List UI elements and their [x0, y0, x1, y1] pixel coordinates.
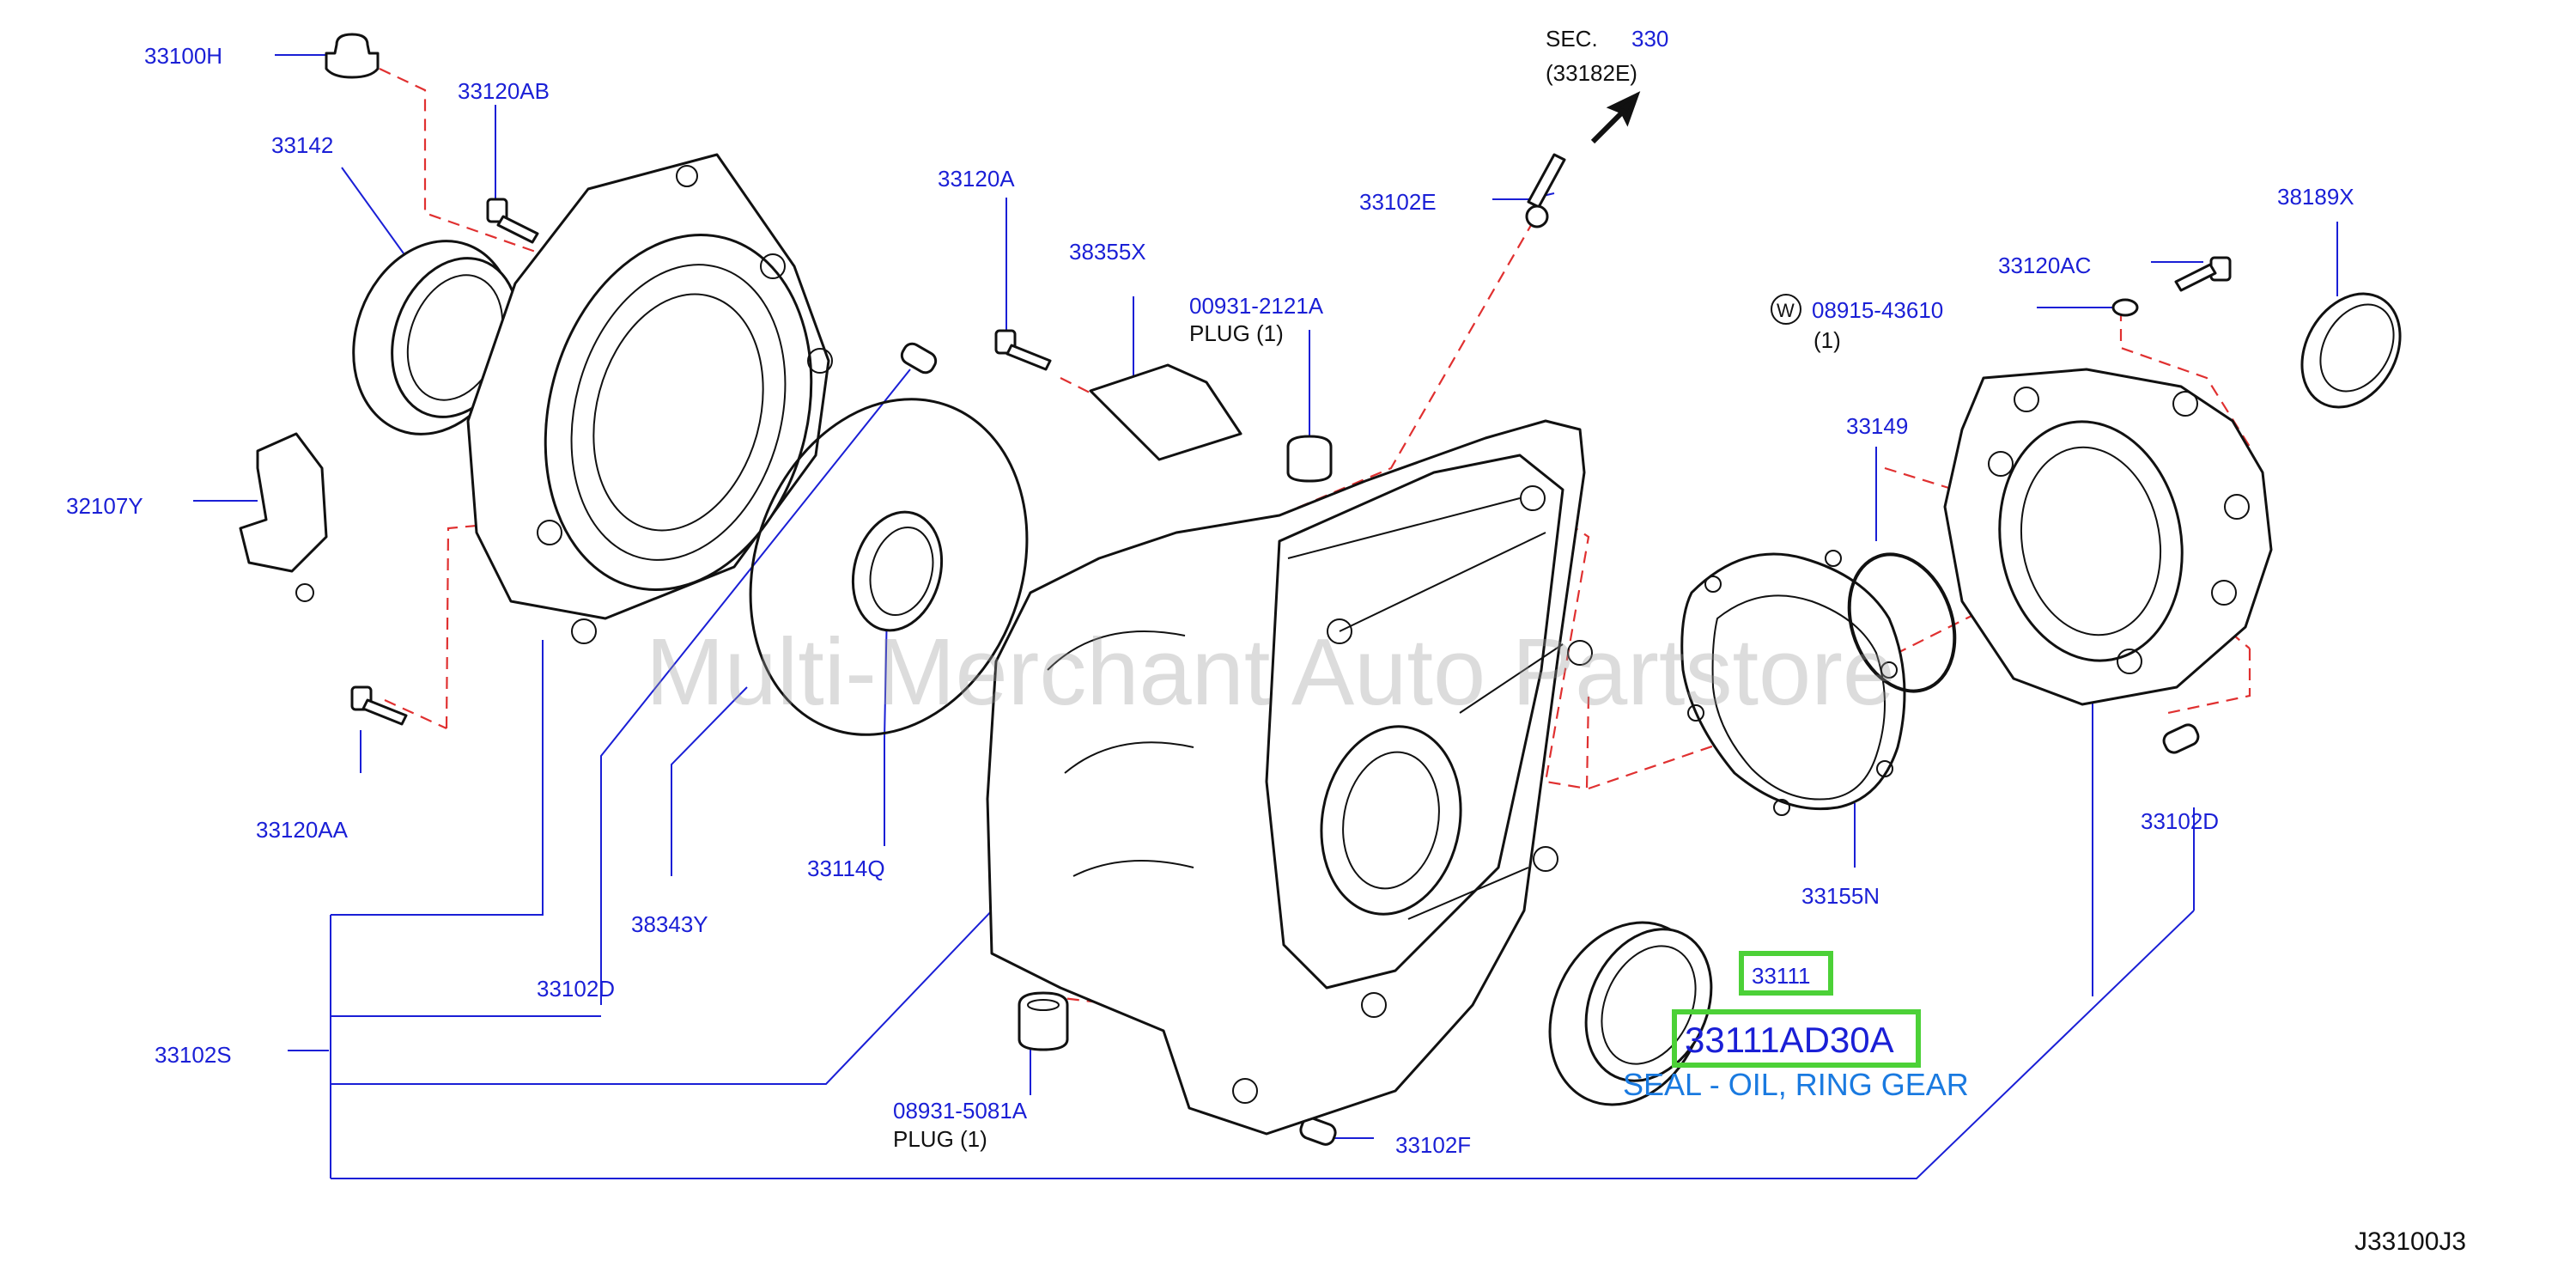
label-33155N[interactable]: 33155N — [1801, 883, 1880, 909]
label-08931-plug: PLUG (1) — [893, 1126, 987, 1152]
section-number-link[interactable]: 330 — [1631, 26, 1668, 52]
seal-38189X-part — [2300, 292, 2402, 409]
washer-part — [2111, 298, 2139, 317]
label-33120AC[interactable]: 33120AC — [1998, 253, 2091, 278]
o-ring-33149-part — [1847, 552, 1957, 693]
w-symbol: W — [1771, 294, 1801, 325]
watermark-text: Multi-Merchant Auto Partstore — [646, 619, 1895, 725]
plug-08931-part — [1018, 991, 1069, 1051]
dowel-pin-part — [1299, 1117, 1337, 1146]
breather-33102E-part — [1525, 153, 1566, 228]
label-33120A[interactable]: 33120A — [938, 166, 1015, 192]
label-08931-5081A[interactable]: 08931-5081A — [893, 1098, 1028, 1124]
label-33149[interactable]: 33149 — [1846, 413, 1908, 439]
section-prefix: SEC. — [1546, 26, 1598, 52]
label-33102D-right[interactable]: 33102D — [2141, 808, 2219, 834]
label-38189X[interactable]: 38189X — [2277, 184, 2354, 210]
transfer-case-part — [986, 419, 1593, 1136]
label-33111[interactable]: 33111 — [1752, 963, 1810, 989]
bolt-part — [2174, 256, 2232, 292]
gasket-38343Y-part — [749, 398, 1029, 736]
seal-33114Q-part — [851, 510, 944, 632]
bolt-part — [486, 198, 539, 244]
oil-seal-33111-part — [1548, 921, 1713, 1106]
label-08915-43610[interactable]: 08915-43610 — [1812, 297, 1943, 323]
label-33120AA[interactable]: 33120AA — [256, 817, 349, 843]
part-description: SEAL - OIL, RING GEAR — [1623, 1067, 1969, 1102]
plate-38355X-part — [1089, 363, 1242, 461]
label-38355X[interactable]: 38355X — [1069, 239, 1146, 265]
bolt-part — [994, 329, 1052, 371]
label-33100H[interactable]: 33100H — [144, 43, 222, 69]
diagram-id: J33100J3 — [2354, 1227, 2466, 1256]
label-38343Y[interactable]: 38343Y — [631, 911, 708, 937]
label-33102D-left[interactable]: 33102D — [537, 976, 615, 1002]
dowel-pin-part — [2162, 723, 2200, 754]
label-32107Y[interactable]: 32107Y — [66, 493, 143, 519]
highlight-box-33111AD30A — [1672, 1009, 1921, 1068]
plug-00931-part — [1286, 435, 1333, 483]
breather-cap-part — [325, 33, 380, 79]
section-subref: (33182E) — [1546, 60, 1637, 86]
label-33142[interactable]: 33142 — [271, 132, 333, 158]
label-33120AB[interactable]: 33120AB — [458, 78, 550, 104]
w-symbol-letter: W — [1777, 300, 1795, 321]
parts — [239, 33, 2402, 1146]
label-33102S[interactable]: 33102S — [155, 1042, 232, 1068]
bolt-part — [350, 685, 408, 726]
label-00931-plug: PLUG (1) — [1189, 320, 1284, 346]
label-00931-2121A[interactable]: 00931-2121A — [1189, 293, 1324, 319]
bracket-32107Y-part — [239, 432, 328, 602]
extension-housing-part — [1943, 368, 2273, 706]
label-33114Q[interactable]: 33114Q — [807, 856, 885, 881]
highlight-box-33111 — [1739, 951, 1833, 996]
section-reference[interactable]: SEC. 330 (33182E) — [1546, 26, 1668, 144]
label-33102F[interactable]: 33102F — [1395, 1132, 1471, 1158]
label-33102E[interactable]: 33102E — [1359, 189, 1437, 215]
highlight-callout[interactable]: 33111 33111AD30A SEAL - OIL, RING GEAR — [1623, 951, 1969, 1102]
part-labels: 33100H 33120AB 33142 32107Y 33120AA 3312… — [66, 43, 2354, 1158]
dowel-pin-part — [900, 342, 938, 375]
label-08915-qty: (1) — [1814, 327, 1841, 353]
arrow-up-right-icon — [1590, 91, 1641, 144]
side-cover-part — [466, 153, 833, 644]
label-33111AD30A[interactable]: 33111AD30A — [1685, 1020, 1894, 1060]
